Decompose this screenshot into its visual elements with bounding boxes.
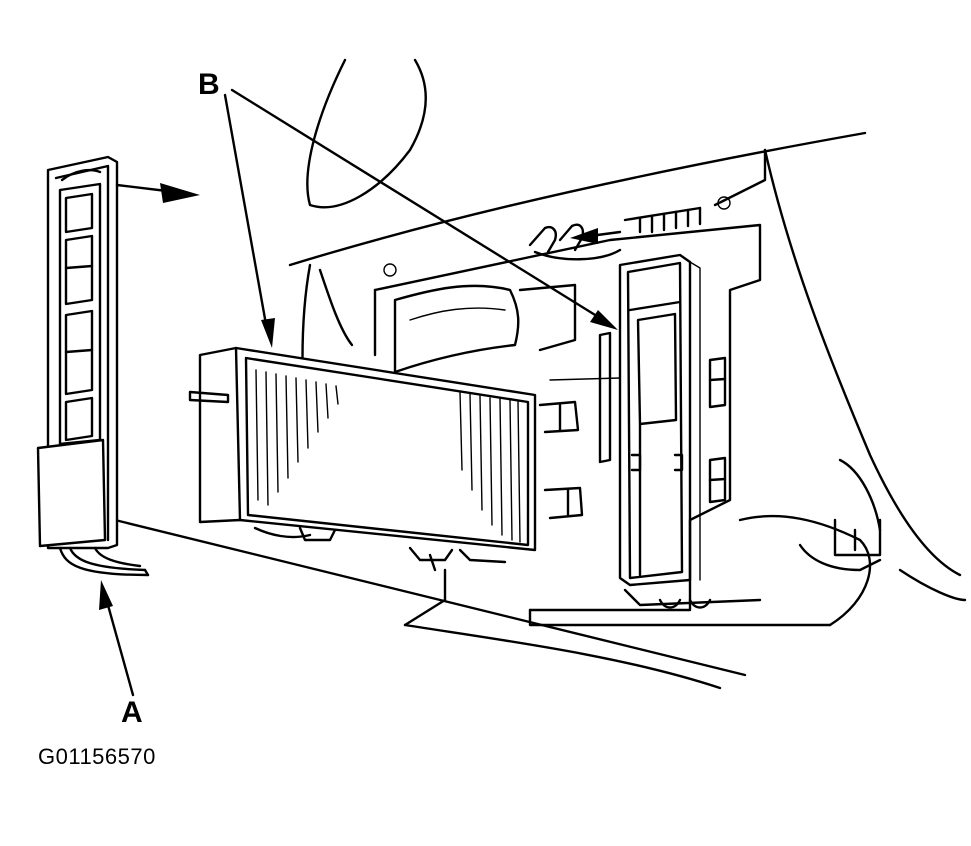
cabin-filter-element [188, 346, 537, 572]
callout-b-leaders [223, 88, 618, 348]
callout-a-label: A [121, 696, 143, 729]
filter-cover-lid [36, 155, 150, 577]
filter-media-hatching [255, 369, 521, 543]
dashboard-structure [113, 58, 967, 690]
removal-arrow [115, 183, 200, 203]
figure-code: G01156570 [38, 744, 156, 769]
housing-arrow [570, 228, 622, 244]
hvac-housing [373, 206, 762, 612]
callout-b-label: B [198, 68, 220, 101]
callout-a-leader [99, 580, 135, 697]
filter-housing-slot [549, 253, 701, 587]
